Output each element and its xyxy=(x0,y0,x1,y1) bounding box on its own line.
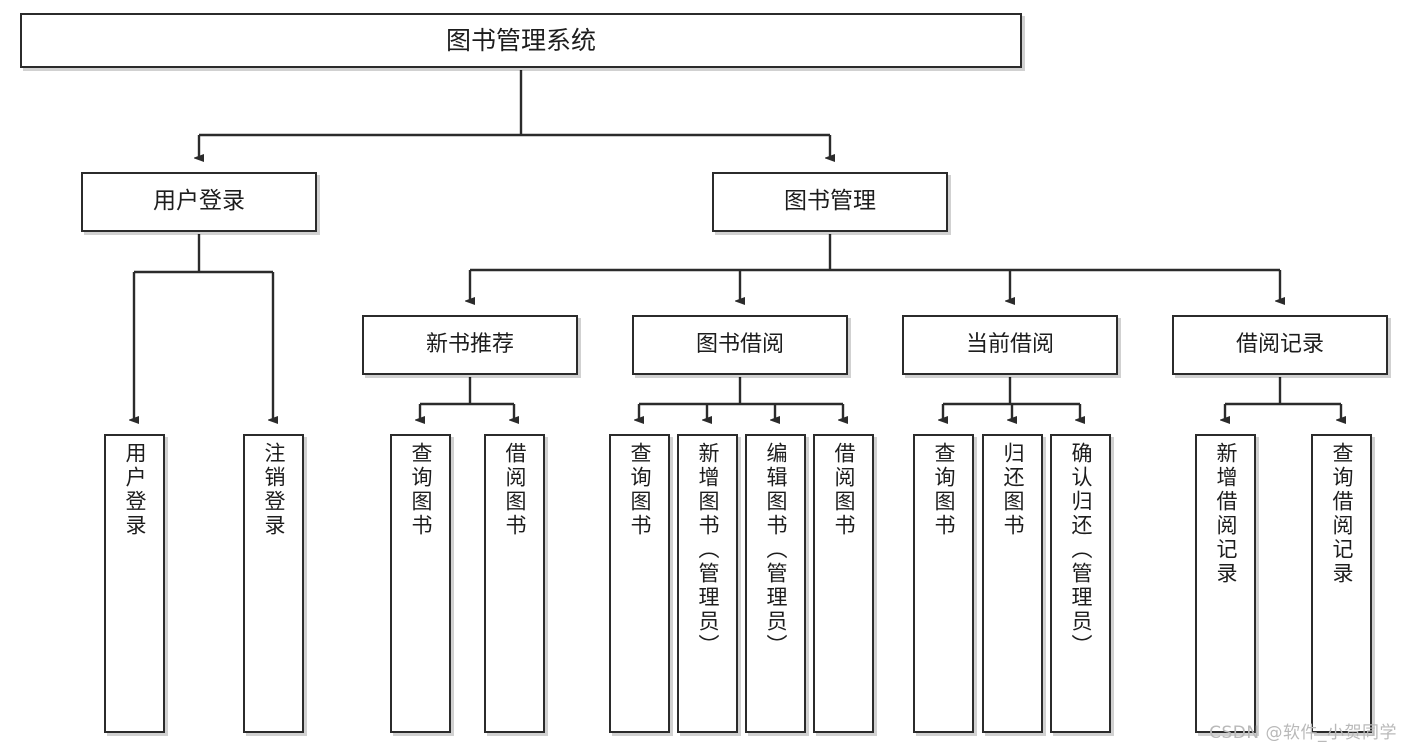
leaf-current-borrow-query[interactable]: 查询图书 xyxy=(913,434,974,733)
node-label: 图书管理系统 xyxy=(445,25,596,55)
node-user-login[interactable]: 用户登录 xyxy=(81,172,317,232)
leaf-current-borrow-confirm-return[interactable]: 确认归还（管理员） xyxy=(1050,434,1111,733)
node-label: 图书管理 xyxy=(784,188,876,215)
node-label: 新增图书（管理员） xyxy=(696,442,720,658)
node-label: 当前借阅 xyxy=(965,332,1054,358)
leaf-user-login-logout[interactable]: 注销登录 xyxy=(243,434,304,733)
node-label: 借阅记录 xyxy=(1235,332,1324,358)
node-label: 用户登录 xyxy=(123,442,147,538)
leaf-book-borrow-edit[interactable]: 编辑图书（管理员） xyxy=(745,434,806,733)
leaf-new-book-borrow[interactable]: 借阅图书 xyxy=(484,434,545,733)
node-label: 借阅图书 xyxy=(503,442,527,538)
node-label: 归还图书 xyxy=(1001,442,1025,538)
leaf-borrow-record-query[interactable]: 查询借阅记录 xyxy=(1311,434,1372,733)
node-label: 新书推荐 xyxy=(425,332,514,358)
leaf-book-borrow-borrow[interactable]: 借阅图书 xyxy=(813,434,874,733)
leaf-new-book-query[interactable]: 查询图书 xyxy=(390,434,451,733)
node-label: 编辑图书（管理员） xyxy=(764,442,788,658)
node-label: 借阅图书 xyxy=(832,442,856,538)
leaf-current-borrow-return[interactable]: 归还图书 xyxy=(982,434,1043,733)
leaf-book-borrow-query[interactable]: 查询图书 xyxy=(609,434,670,733)
leaf-user-login-login[interactable]: 用户登录 xyxy=(104,434,165,733)
node-label: 查询图书 xyxy=(932,442,956,538)
node-label: 查询图书 xyxy=(409,442,433,538)
node-label: 新增借阅记录 xyxy=(1214,442,1238,586)
node-current-borrow[interactable]: 当前借阅 xyxy=(902,315,1118,375)
node-label: 查询图书 xyxy=(628,442,652,538)
node-label: 图书借阅 xyxy=(695,332,784,358)
node-book-management[interactable]: 图书管理 xyxy=(712,172,948,232)
node-borrow-record[interactable]: 借阅记录 xyxy=(1172,315,1388,375)
leaf-borrow-record-add[interactable]: 新增借阅记录 xyxy=(1195,434,1256,733)
leaf-book-borrow-add[interactable]: 新增图书（管理员） xyxy=(677,434,738,733)
csdn-watermark: CSDN @软件_小贺同学 xyxy=(1209,723,1397,743)
node-root-book-management-system[interactable]: 图书管理系统 xyxy=(20,13,1022,68)
node-label: 查询借阅记录 xyxy=(1330,442,1354,586)
node-label: 确认归还（管理员） xyxy=(1069,442,1093,658)
node-new-book-recommend[interactable]: 新书推荐 xyxy=(362,315,578,375)
node-label: 注销登录 xyxy=(262,442,286,538)
node-book-borrow[interactable]: 图书借阅 xyxy=(632,315,848,375)
node-label: 用户登录 xyxy=(153,188,245,215)
